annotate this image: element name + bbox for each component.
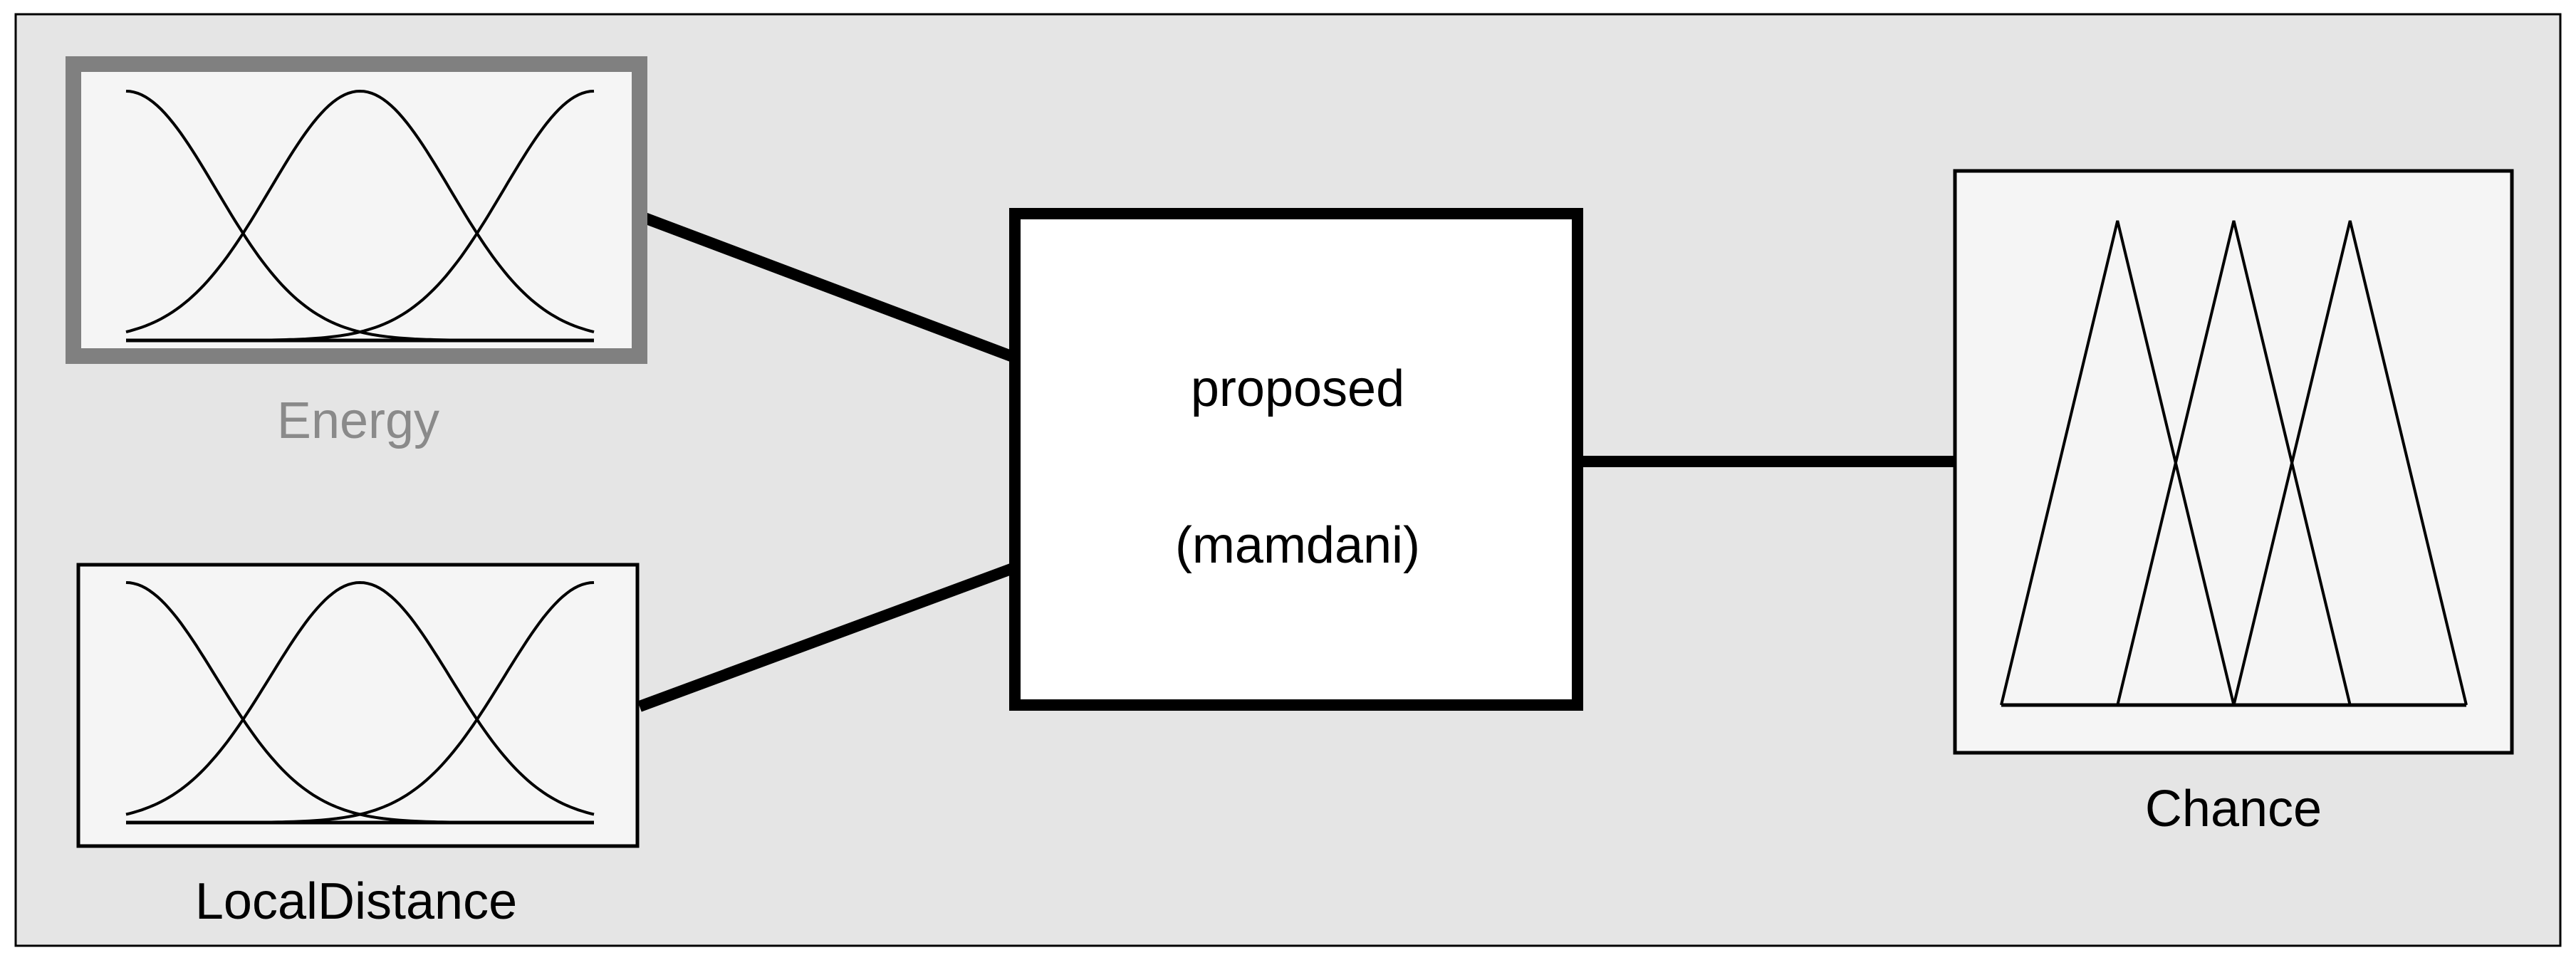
connector-energy-to-system bbox=[642, 212, 1017, 363]
mf-curve-3 bbox=[126, 90, 595, 342]
mf-curve-2 bbox=[125, 89, 595, 334]
input-block-localdistance[interactable]: LocalDistance bbox=[76, 563, 640, 930]
mf-triangle-1 bbox=[2000, 220, 2236, 706]
input-label-localdistance: LocalDistance bbox=[195, 873, 517, 930]
system-block[interactable]: proposed (mamdani) bbox=[1009, 208, 1583, 711]
input-block-energy[interactable]: Energy bbox=[66, 56, 647, 449]
mf-triangle-3 bbox=[2232, 220, 2468, 706]
input-label-energy: Energy bbox=[277, 392, 439, 449]
system-name: proposed bbox=[1191, 360, 1404, 417]
mf-triangle-2 bbox=[2116, 220, 2352, 706]
system-box[interactable] bbox=[1009, 208, 1583, 711]
output-block-chance[interactable]: Chance bbox=[1953, 169, 2514, 838]
mf-curve-3 bbox=[126, 581, 595, 824]
connector-localdistance-to-system bbox=[637, 562, 1017, 712]
output-mf-plot-chance bbox=[2000, 220, 2468, 707]
input-panel-energy[interactable] bbox=[66, 56, 647, 364]
system-type: (mamdani) bbox=[1175, 517, 1420, 574]
input-mf-plot-localdistance bbox=[125, 580, 595, 825]
output-panel-chance[interactable] bbox=[1953, 169, 2514, 755]
mf-curve-2 bbox=[125, 580, 595, 816]
output-label-chance: Chance bbox=[2145, 781, 2322, 838]
input-mf-plot-energy bbox=[125, 89, 595, 343]
